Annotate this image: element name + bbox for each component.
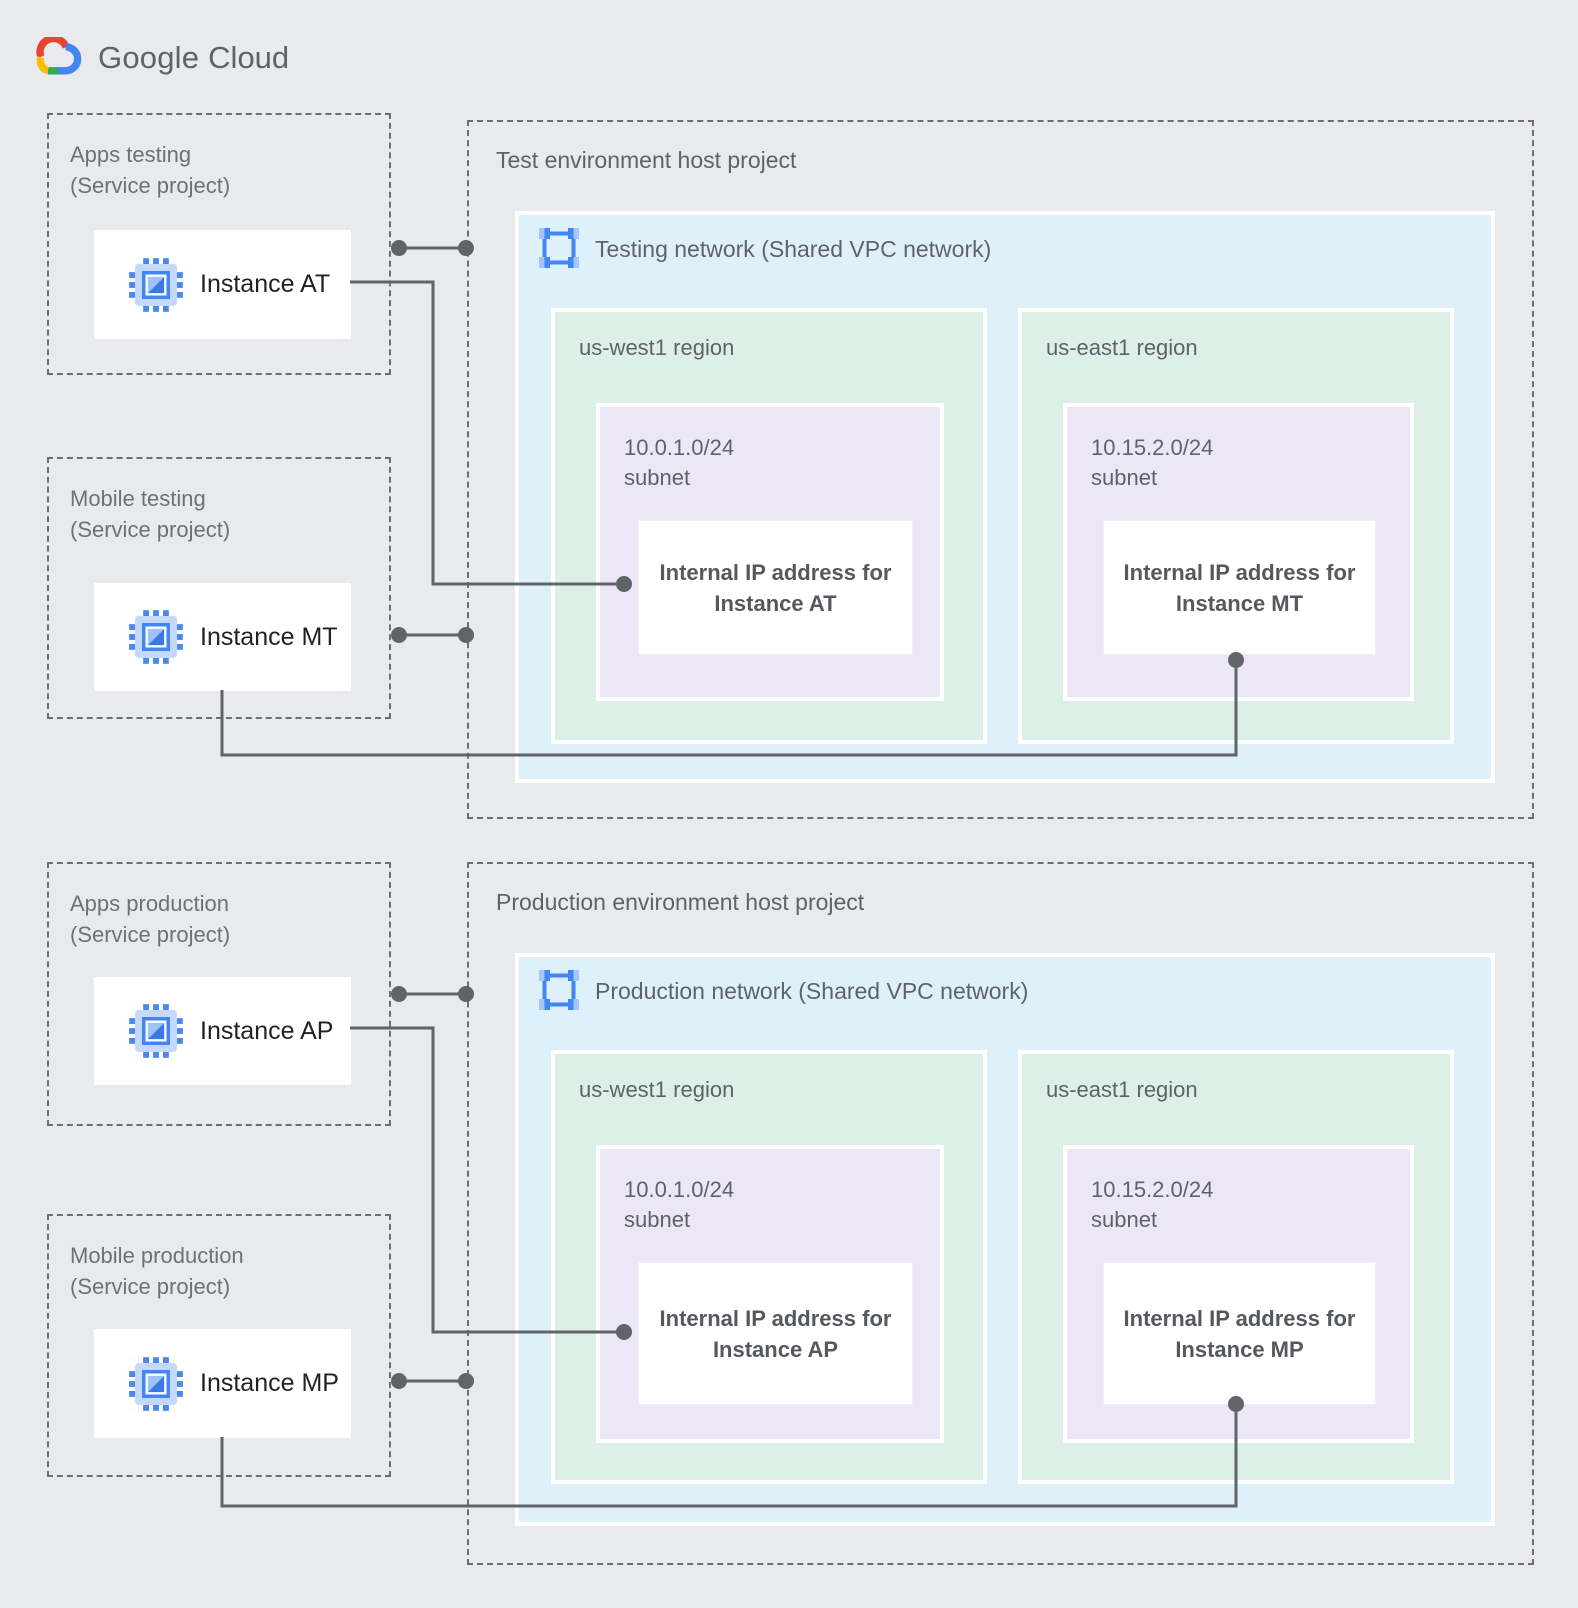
service-project-label: Apps testing (Service project): [70, 139, 230, 201]
subnet-label: 10.15.2.0/24 subnet: [1091, 433, 1213, 493]
instance-label: Instance MP: [200, 1369, 339, 1397]
ip-line2: Instance AT: [714, 590, 837, 616]
subnet-box: 10.15.2.0/24 subnet Internal IP address …: [1063, 403, 1414, 701]
instance-label: Instance MT: [200, 622, 338, 651]
instance-card-at: Instance AT: [93, 229, 352, 340]
subnet-cidr: 10.0.1.0/24: [624, 1177, 735, 1202]
internal-ip-card-at: Internal IP address for Instance AT: [638, 520, 913, 655]
ip-line1: Internal IP address for: [1123, 559, 1356, 585]
service-project-name: Apps production: [70, 891, 229, 916]
ip-line2: Instance AP: [712, 1336, 839, 1362]
vpc-network-icon: [539, 970, 579, 1010]
google-cloud-logo: Google Cloud: [32, 36, 289, 80]
subnet-cidr: 10.0.1.0/24: [624, 435, 735, 460]
ip-line2: Instance MT: [1175, 590, 1304, 616]
subnet-box: 10.15.2.0/24 subnet Internal IP address …: [1063, 1145, 1414, 1443]
region-us-east1: us-east1 region 10.15.2.0/24 subnet Inte…: [1018, 1050, 1454, 1484]
subnet-label: 10.15.2.0/24 subnet: [1091, 1175, 1213, 1235]
logo-word-cloud: Cloud: [208, 40, 290, 75]
service-project-apps-production: Apps production (Service project) Instan…: [47, 862, 391, 1126]
service-project-label: Apps production (Service project): [70, 888, 230, 950]
host-project-title: Test environment host project: [496, 147, 797, 173]
internal-ip-card-mp: Internal IP address for Instance MP: [1103, 1262, 1376, 1405]
service-project-name: Apps testing: [70, 142, 192, 167]
region-label: us-east1 region: [1046, 1077, 1198, 1102]
compute-engine-icon: [128, 1003, 184, 1059]
subnet-cidr: 10.15.2.0/24: [1091, 1177, 1214, 1202]
internal-ip-card-ap: Internal IP address for Instance AP: [638, 1262, 913, 1405]
region-label: us-west1 region: [579, 1077, 735, 1102]
compute-engine-icon: [128, 609, 184, 665]
subnet-word: subnet: [624, 1207, 691, 1232]
service-project-type: (Service project): [70, 922, 231, 947]
service-project-type: (Service project): [70, 517, 231, 542]
shared-vpc-network-testing: Testing network (Shared VPC network) us-…: [515, 211, 1495, 783]
subnet-word: subnet: [1091, 1207, 1158, 1232]
service-project-mobile-production: Mobile production (Service project) Inst…: [47, 1214, 391, 1477]
service-project-mobile-testing: Mobile testing (Service project) Instanc…: [47, 457, 391, 719]
subnet-box: 10.0.1.0/24 subnet Internal IP address f…: [596, 1145, 944, 1443]
ip-line1: Internal IP address for: [659, 559, 892, 585]
subnet-label: 10.0.1.0/24 subnet: [624, 433, 734, 493]
ip-line1: Internal IP address for: [659, 1305, 892, 1331]
service-project-name: Mobile testing: [70, 486, 206, 511]
internal-ip-card-mt: Internal IP address for Instance MT: [1103, 520, 1376, 655]
region-us-east1: us-east1 region 10.15.2.0/24 subnet Inte…: [1018, 308, 1454, 744]
subnet-word: subnet: [1091, 465, 1158, 490]
google-cloud-logo-text: Google Cloud: [98, 40, 289, 76]
region-label: us-west1 region: [579, 335, 735, 360]
instance-card-ap: Instance AP: [93, 976, 352, 1086]
service-project-apps-testing: Apps testing (Service project) Instance …: [47, 113, 391, 375]
service-project-label: Mobile production (Service project): [70, 1240, 244, 1302]
host-project-test: Test environment host project Testing ne…: [467, 120, 1534, 819]
service-project-name: Mobile production: [70, 1243, 244, 1268]
host-project-title: Production environment host project: [496, 889, 865, 915]
host-project-production: Production environment host project Prod…: [467, 862, 1534, 1565]
instance-label: Instance AT: [200, 270, 331, 298]
instance-card-mt: Instance MT: [93, 582, 352, 692]
vpc-network-icon: [539, 228, 579, 268]
instance-label: Instance AP: [200, 1016, 334, 1045]
region-us-west1: us-west1 region 10.0.1.0/24 subnet Inter…: [551, 308, 987, 744]
network-label: Production network (Shared VPC network): [595, 978, 1029, 1004]
region-label: us-east1 region: [1046, 335, 1198, 360]
service-project-type: (Service project): [70, 173, 231, 198]
ip-line2: Instance MP: [1175, 1336, 1304, 1362]
shared-vpc-network-production: Production network (Shared VPC network) …: [515, 953, 1495, 1526]
subnet-box: 10.0.1.0/24 subnet Internal IP address f…: [596, 403, 944, 701]
compute-engine-icon: [128, 257, 184, 313]
region-us-west1: us-west1 region 10.0.1.0/24 subnet Inter…: [551, 1050, 987, 1484]
service-project-label: Mobile testing (Service project): [70, 483, 230, 545]
network-label: Testing network (Shared VPC network): [595, 236, 992, 262]
logo-word-google: Google: [98, 40, 200, 75]
subnet-label: 10.0.1.0/24 subnet: [624, 1175, 734, 1235]
ip-line1: Internal IP address for: [1123, 1305, 1356, 1331]
compute-engine-icon: [128, 1356, 184, 1412]
subnet-cidr: 10.15.2.0/24: [1091, 435, 1214, 460]
google-cloud-logo-icon: [32, 37, 85, 80]
service-project-type: (Service project): [70, 1274, 231, 1299]
instance-card-mp: Instance MP: [93, 1328, 352, 1439]
subnet-word: subnet: [624, 465, 691, 490]
